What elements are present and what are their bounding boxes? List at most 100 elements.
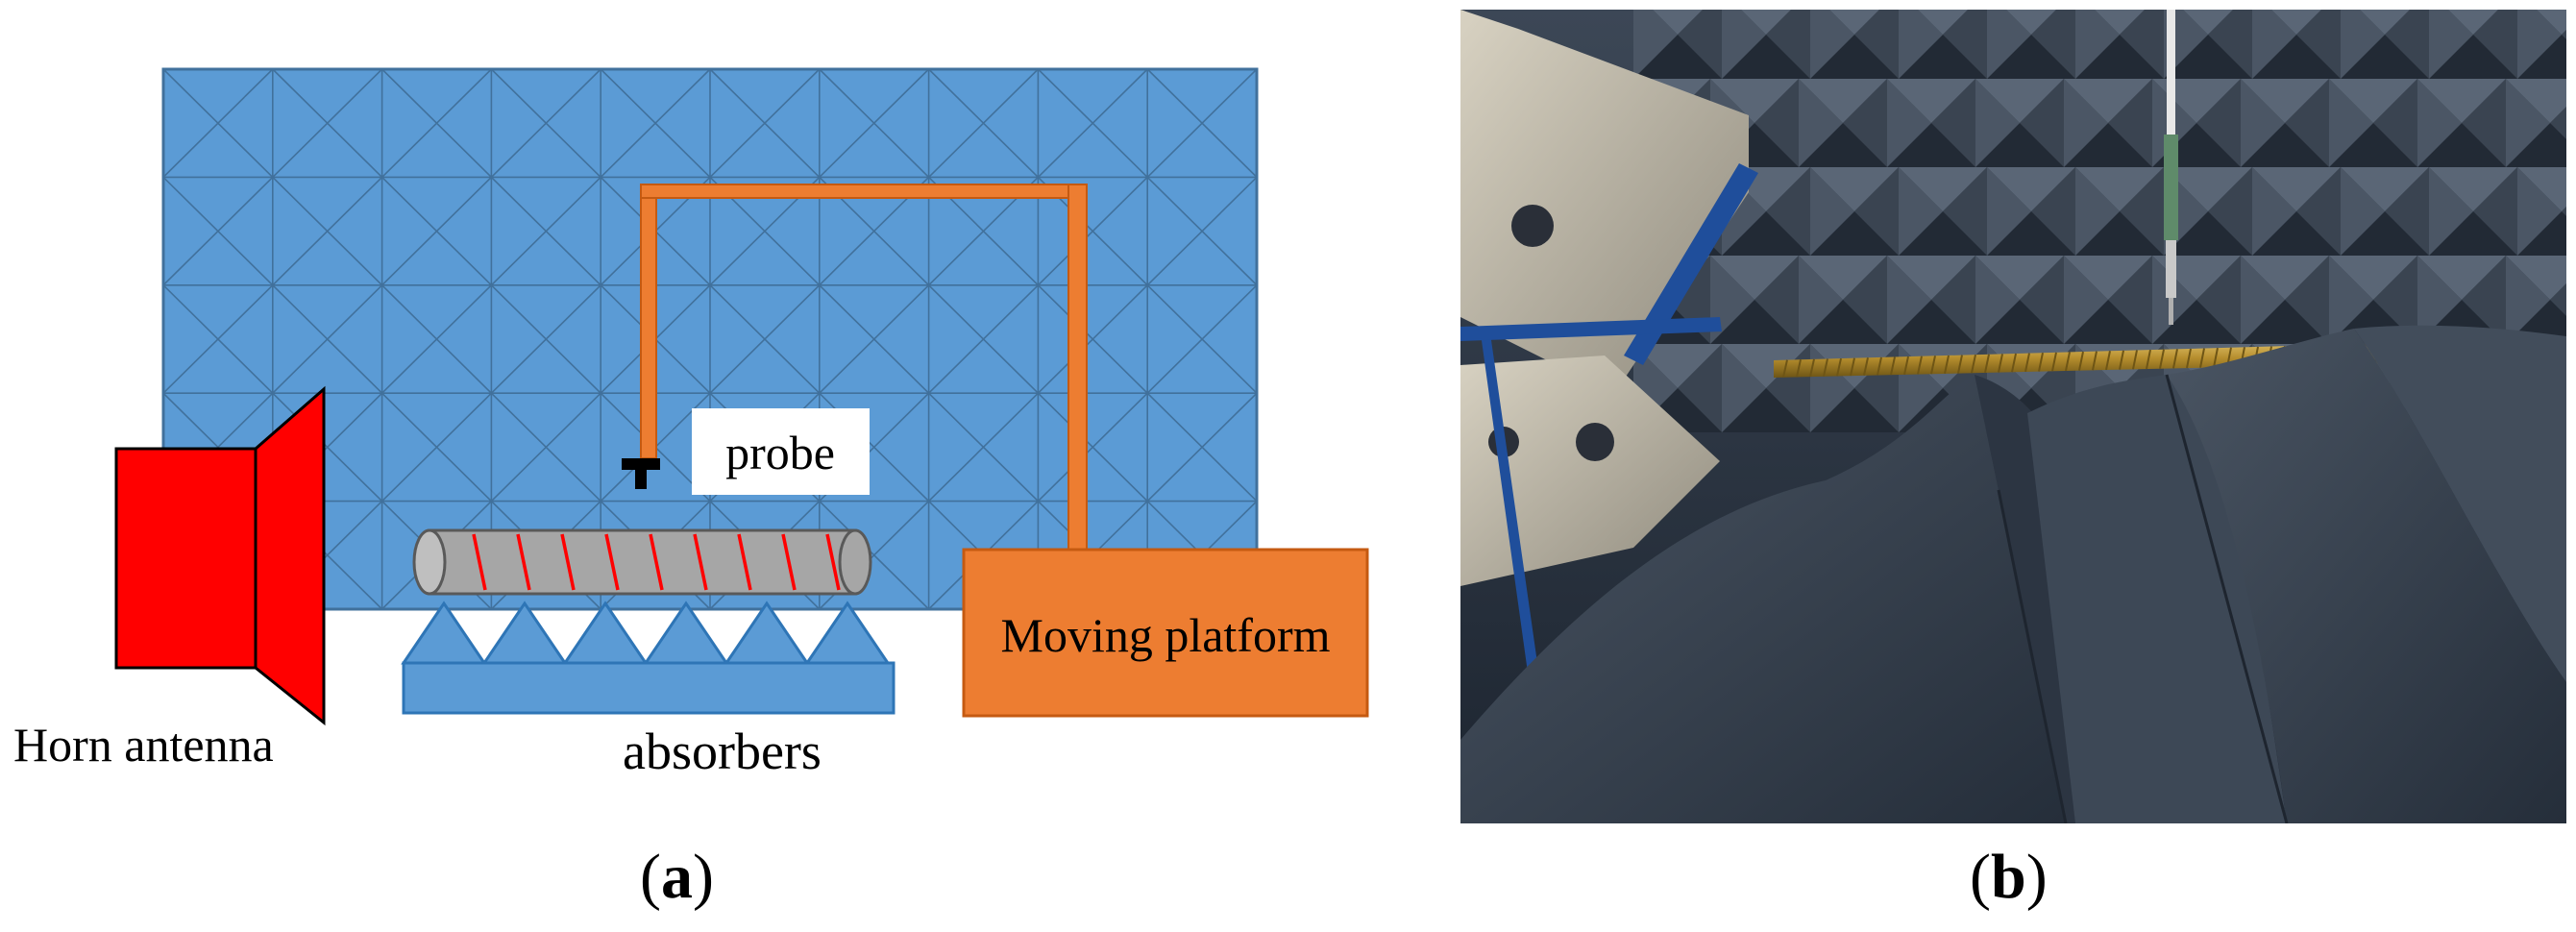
horn-antenna [114, 385, 326, 726]
pyramid-face [2064, 79, 2152, 123]
setup-diagram: probe Moving platform Horn [13, 67, 1369, 780]
pyramid-face [2517, 167, 2566, 211]
caption-a-close: ) [692, 842, 714, 912]
pyramid-face [1799, 256, 1843, 344]
absorber-pyramid [562, 601, 649, 665]
rod-band [2011, 353, 2017, 373]
cylinder-right-cap [838, 528, 872, 596]
pyramid-face [1722, 388, 1810, 432]
grid-diagonal [490, 69, 601, 178]
grid-diagonal [381, 69, 492, 178]
caption-b-letter: b [1990, 842, 2026, 912]
grid-diagonal [272, 176, 383, 286]
pyramid-face [2506, 79, 2550, 167]
pyramid-face [1799, 79, 1887, 123]
grid-diagonal [928, 284, 1039, 394]
caption-a-letter: a [660, 842, 693, 912]
pyramid-face [2075, 10, 2120, 79]
pyramid-face [1887, 256, 1975, 300]
pyramid-face [1887, 79, 1975, 123]
pyramid-face [2196, 79, 2241, 167]
grid-diagonal [1037, 284, 1148, 394]
absorber-wall [161, 67, 1259, 611]
pyramid-face [2341, 10, 2385, 79]
rod-band [2213, 347, 2219, 368]
rod-band [2172, 349, 2178, 369]
pyramid-face [2252, 211, 2341, 256]
pyramid-face [2120, 10, 2164, 79]
pyramid-face [2341, 167, 2429, 211]
rod-band [1863, 357, 1869, 376]
pyramid-face [2075, 167, 2120, 256]
pyramid-face [2064, 256, 2152, 300]
pyramid-face [1843, 79, 1887, 167]
pyramid-face [1899, 167, 1987, 211]
rod-band [1998, 354, 2003, 373]
pyramid-face [2064, 123, 2152, 167]
absorbers-label: absorbers [623, 723, 822, 780]
pyramid-face [1710, 256, 1754, 344]
pyramid-face [2417, 123, 2506, 167]
probe-label-box [692, 408, 870, 495]
pyramid-face [1829, 10, 1879, 35]
pyramid-face [2473, 167, 2517, 256]
moving-platform-label: Moving platform [1000, 608, 1330, 662]
pyramid-face [2329, 79, 2417, 123]
grid-diagonal [381, 176, 492, 286]
pyramid-face [1710, 300, 1799, 344]
rod-band [2132, 350, 2138, 370]
pyramid-face [2164, 211, 2252, 256]
pyramid-face [2417, 256, 2462, 344]
pyramid-face [2329, 79, 2373, 167]
pyramid-face [1899, 211, 1987, 256]
pyramid-face [2064, 256, 2108, 344]
pyramid-face [1722, 344, 1766, 432]
rod-band [1957, 355, 1963, 374]
plate-hole [1576, 423, 1614, 461]
pyramid-face [1678, 10, 1722, 79]
pyramid-face [2537, 10, 2566, 35]
pyramid-face [1899, 10, 1943, 79]
pyramid-face [2285, 79, 2329, 167]
pyramid-face [2506, 123, 2566, 167]
pyramid-face [2075, 167, 2164, 211]
pyramid-face [1653, 10, 1703, 35]
pyramid-face [1810, 35, 1899, 79]
pyramid-face [1810, 167, 1854, 256]
pyramid-face [2506, 79, 2566, 123]
pyramid-face [1975, 300, 2064, 344]
pyramid-face [2108, 79, 2152, 167]
grid-diagonal [819, 69, 930, 178]
pyramid-face [1987, 167, 2075, 211]
grid-diagonal [1146, 69, 1257, 178]
rod-band [1917, 356, 1923, 375]
pyramid-face [1678, 344, 1722, 432]
pyramid-face [2373, 79, 2417, 167]
pyramid-face [2075, 35, 2164, 79]
pyramid-face [2462, 79, 2506, 167]
pyramid-face [1918, 10, 1968, 35]
pyramid-face [1887, 79, 1931, 167]
rod-band [2146, 349, 2151, 370]
pyramid-face [1899, 167, 1943, 256]
caption-b: (b) [1970, 841, 2048, 914]
caption-a: (a) [640, 841, 714, 914]
pyramid-face [1975, 256, 2020, 344]
pyramid-face [1633, 35, 1722, 79]
pyramid-face [2020, 79, 2064, 167]
pyramid-face [1633, 10, 1678, 79]
pyramid-face [1943, 10, 1987, 79]
grid-diagonal [381, 392, 492, 503]
pyramid-face [1975, 79, 2064, 123]
grid-diagonal [819, 284, 930, 394]
pyramid-face [2285, 256, 2329, 344]
pyramid-face [1722, 344, 1810, 388]
absorber-pyramid [804, 601, 891, 665]
pyramid-face [2517, 211, 2566, 256]
pyramid-face [1722, 211, 1810, 256]
grid-diagonal [1146, 392, 1257, 503]
absorber-pyramids [401, 601, 895, 715]
pyramid-face [2329, 256, 2373, 344]
grid-diagonal [709, 69, 821, 178]
cylinder-left-cap [412, 528, 447, 596]
